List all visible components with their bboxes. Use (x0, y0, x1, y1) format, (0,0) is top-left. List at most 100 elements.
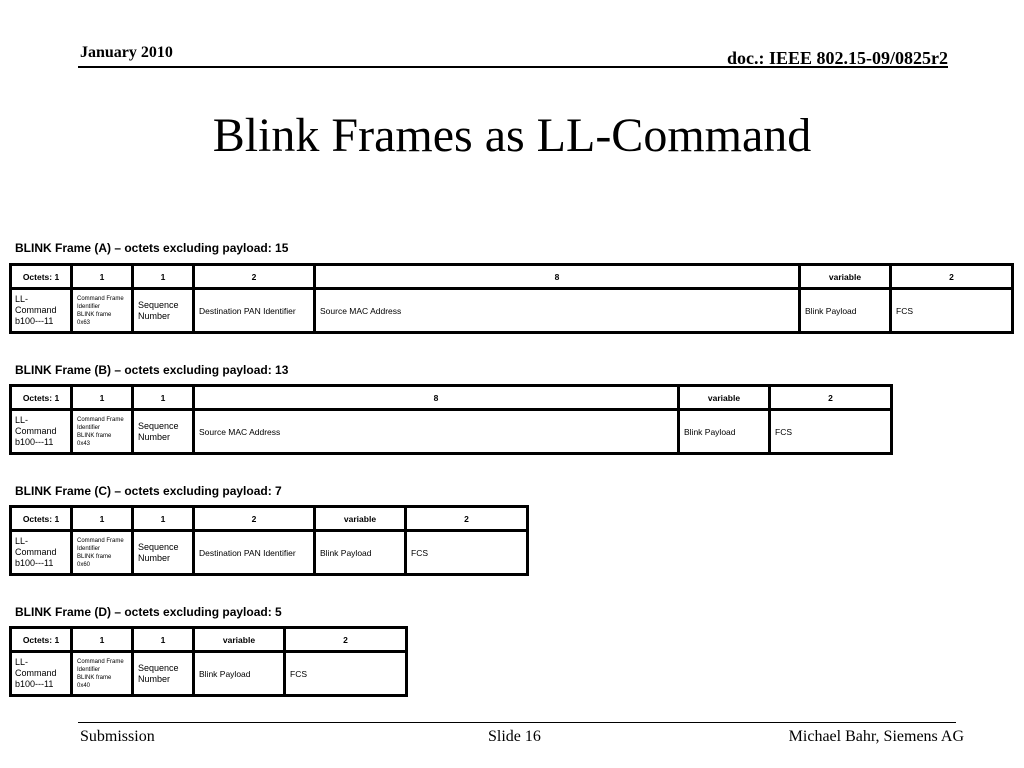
cmd-frame-line: Identifier (77, 303, 101, 310)
field-cell: Blink Payload (677, 408, 771, 455)
frame-b-table: Octets: 1 1 1 8 variable 2 LL-Command b1… (9, 384, 893, 455)
ll-command-cell: LL-Command b100---11 (9, 287, 73, 334)
frame-a-table: Octets: 1 1 1 2 8 variable 2 LL-Command … (9, 263, 1014, 334)
cmd-frame-line: 0x43 (77, 440, 91, 447)
seq-line: Number (138, 310, 171, 321)
ll-command-label: LL-Command (15, 657, 57, 678)
octets-cell: Octets: 1 (9, 263, 73, 290)
octets-cell: 1 (70, 384, 134, 411)
field-cell: Blink Payload (798, 287, 892, 334)
field-cell: Blink Payload (313, 529, 407, 576)
frame-d-octets-row: Octets: 1 1 1 variable 2 (9, 626, 408, 653)
seq-line: Sequence (138, 662, 179, 673)
octets-cell: Octets: 1 (9, 626, 73, 653)
frame-a-octets-row: Octets: 1 1 1 2 8 variable 2 (9, 263, 1014, 290)
ll-command-label: LL-Command (15, 294, 57, 315)
cmd-frame-line: Command Frame (77, 658, 124, 665)
sequence-number-cell: Sequence Number (131, 408, 195, 455)
field-cell: Source MAC Address (192, 408, 680, 455)
cmd-frame-line: BLINK frame (77, 674, 112, 681)
octets-cell: 1 (131, 263, 195, 290)
ll-command-bits: b100---11 (15, 437, 54, 447)
ll-command-cell: LL-Command b100---11 (9, 529, 73, 576)
frame-c-table: Octets: 1 1 1 2 variable 2 LL-Command b1… (9, 505, 529, 576)
frame-b-octets-row: Octets: 1 1 1 8 variable 2 (9, 384, 893, 411)
cmd-frame-line: BLINK frame (77, 311, 112, 318)
command-frame-cell: Command Frame Identifier BLINK frame 0x6… (70, 287, 134, 334)
ll-command-label: LL-Command (15, 415, 57, 436)
octets-cell: 2 (768, 384, 893, 411)
sequence-number-cell: Sequence Number (131, 650, 195, 697)
command-frame-cell: Command Frame Identifier BLINK frame 0x4… (70, 650, 134, 697)
frame-c-octets-row: Octets: 1 1 1 2 variable 2 (9, 505, 529, 532)
seq-line: Sequence (138, 541, 179, 552)
seq-line: Number (138, 552, 171, 563)
octets-cell: 2 (889, 263, 1014, 290)
cmd-frame-line: BLINK frame (77, 553, 112, 560)
field-cell: Source MAC Address (313, 287, 801, 334)
ll-command-bits: b100---11 (15, 316, 54, 326)
seq-line: Sequence (138, 299, 179, 310)
field-cell: Blink Payload (192, 650, 286, 697)
cmd-frame-line: BLINK frame (77, 432, 112, 439)
octets-cell: 2 (192, 263, 316, 290)
octets-cell: 8 (313, 263, 801, 290)
field-cell: FCS (889, 287, 1014, 334)
octets-cell: Octets: 1 (9, 505, 73, 532)
octets-cell: 2 (192, 505, 316, 532)
header-doc-id: doc.: IEEE 802.15-09/0825r2 (726, 48, 948, 68)
cmd-frame-line: Identifier (77, 545, 101, 552)
octets-cell: 8 (192, 384, 680, 411)
ll-command-cell: LL-Command b100---11 (9, 408, 73, 455)
octets-cell: 1 (131, 384, 195, 411)
seq-line: Number (138, 431, 171, 442)
cmd-frame-line: Command Frame (77, 416, 124, 423)
seq-line: Number (138, 673, 171, 684)
sequence-number-cell: Sequence Number (131, 287, 195, 334)
ll-command-bits: b100---11 (15, 558, 54, 568)
field-cell: Destination PAN Identifier (192, 529, 316, 576)
cmd-frame-line: 0x63 (77, 319, 91, 326)
field-cell: FCS (404, 529, 529, 576)
octets-cell: 1 (70, 263, 134, 290)
frame-b-title: BLINK Frame (B) – octets excluding paylo… (15, 363, 289, 377)
frame-d-title: BLINK Frame (D) – octets excluding paylo… (15, 605, 282, 619)
frame-c-fields-row: LL-Command b100---11 Command Frame Ident… (9, 529, 529, 576)
command-frame-cell: Command Frame Identifier BLINK frame 0x4… (70, 408, 134, 455)
frame-c-title: BLINK Frame (C) – octets excluding paylo… (15, 484, 282, 498)
octets-cell: variable (677, 384, 771, 411)
field-cell: Destination PAN Identifier (192, 287, 316, 334)
cmd-frame-line: 0x40 (77, 682, 91, 689)
field-cell: FCS (768, 408, 893, 455)
cmd-frame-line: Command Frame (77, 295, 124, 302)
octets-cell: 1 (131, 626, 195, 653)
cmd-frame-line: Identifier (77, 424, 101, 431)
ll-command-cell: LL-Command b100---11 (9, 650, 73, 697)
octets-cell: variable (798, 263, 892, 290)
sequence-number-cell: Sequence Number (131, 529, 195, 576)
octets-cell: variable (192, 626, 286, 653)
frame-d-table: Octets: 1 1 1 variable 2 LL-Command b100… (9, 626, 408, 697)
octets-cell: Octets: 1 (9, 384, 73, 411)
command-frame-cell: Command Frame Identifier BLINK frame 0x6… (70, 529, 134, 576)
octets-cell: variable (313, 505, 407, 532)
octets-cell: 1 (131, 505, 195, 532)
footer-rule (78, 722, 956, 723)
field-cell: FCS (283, 650, 408, 697)
frame-d-fields-row: LL-Command b100---11 Command Frame Ident… (9, 650, 408, 697)
frame-a-title: BLINK Frame (A) – octets excluding paylo… (15, 241, 289, 255)
octets-cell: 1 (70, 505, 134, 532)
header-date: January 2010 (80, 44, 173, 61)
octets-cell: 2 (404, 505, 529, 532)
footer-slide-number: Slide 16 (488, 728, 541, 745)
footer-author: Michael Bahr, Siemens AG (788, 728, 964, 745)
octets-cell: 1 (70, 626, 134, 653)
seq-line: Sequence (138, 420, 179, 431)
cmd-frame-line: 0x60 (77, 561, 91, 568)
ll-command-label: LL-Command (15, 536, 57, 557)
frame-b-fields-row: LL-Command b100---11 Command Frame Ident… (9, 408, 893, 455)
frame-a-fields-row: LL-Command b100---11 Command Frame Ident… (9, 287, 1014, 334)
cmd-frame-line: Identifier (77, 666, 101, 673)
footer-submission: Submission (80, 728, 155, 745)
slide-title: Blink Frames as LL-Command (212, 109, 812, 162)
